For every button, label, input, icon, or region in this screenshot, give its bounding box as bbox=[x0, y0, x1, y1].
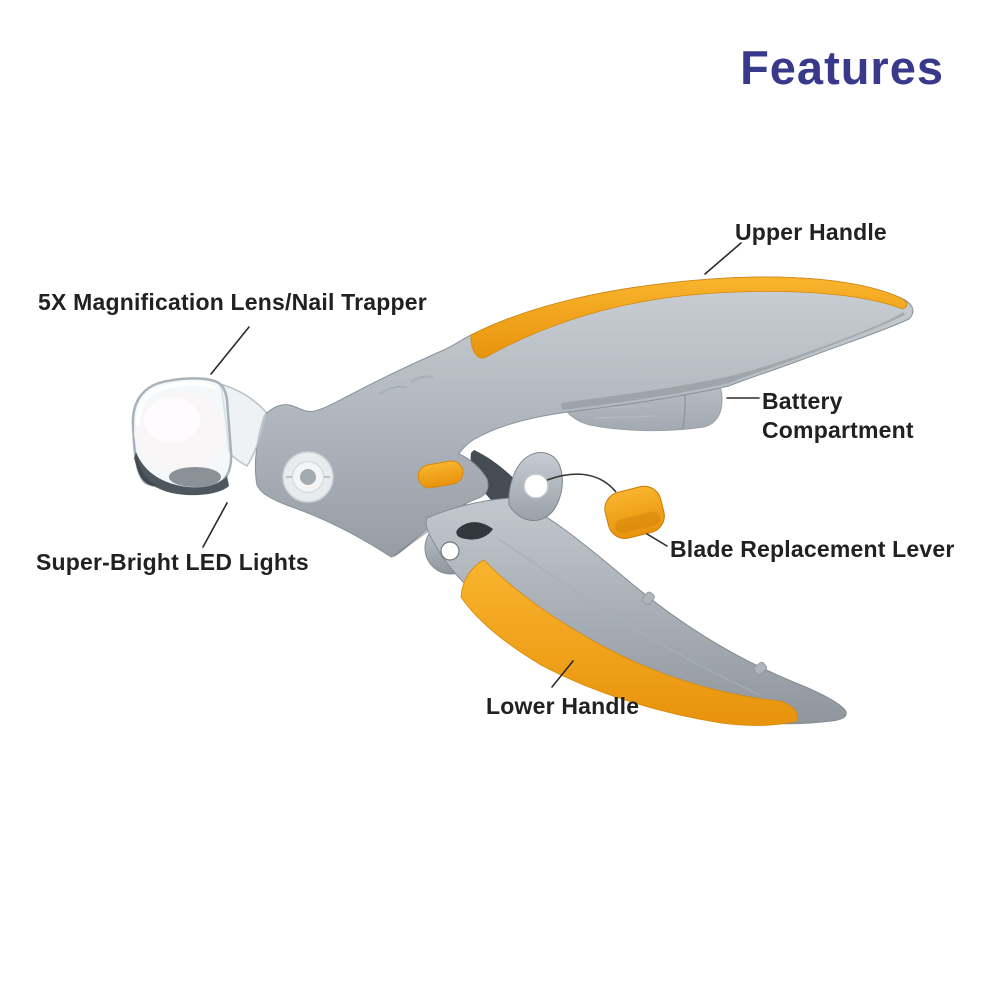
callout-led-lights: Super-Bright LED Lights bbox=[36, 549, 309, 575]
upper-handle-orange-grip bbox=[470, 276, 908, 359]
blade-replacement-lever-shape bbox=[604, 485, 665, 539]
lower-handle-shape bbox=[424, 497, 847, 726]
embossed-logo bbox=[379, 375, 433, 395]
pivot-hole bbox=[440, 541, 460, 561]
lever-wire bbox=[546, 473, 617, 493]
blade-holder-lug bbox=[508, 452, 563, 521]
leader-led bbox=[202, 502, 228, 548]
handle-nub bbox=[641, 591, 655, 605]
leader-upper-handle bbox=[704, 242, 742, 275]
lens-rim-highlight bbox=[136, 381, 216, 426]
handle-nub bbox=[753, 661, 767, 675]
callout-magnification-lens: 5X Magnification Lens/Nail Trapper bbox=[38, 289, 427, 315]
leader-blade-lever bbox=[646, 533, 668, 547]
callout-upper-handle: Upper Handle bbox=[735, 219, 887, 245]
callout-battery-compartment: Battery Compartment bbox=[762, 388, 914, 443]
leader-lines bbox=[202, 242, 760, 688]
pivot-screw-dial bbox=[282, 451, 334, 503]
lower-handle-crease bbox=[499, 539, 761, 696]
lug-hole bbox=[523, 473, 549, 499]
callout-lower-handle: Lower Handle bbox=[486, 693, 640, 719]
leader-lower-handle bbox=[551, 660, 574, 688]
callout-blade-replacement-lever: Blade Replacement Lever bbox=[670, 536, 955, 562]
page-title: Features bbox=[740, 41, 944, 94]
lens-dome bbox=[131, 377, 233, 496]
trapper-base bbox=[134, 452, 229, 496]
leader-lens bbox=[210, 326, 250, 375]
lower-handle-orange-grip bbox=[460, 559, 798, 726]
blade-notch bbox=[456, 522, 493, 540]
orange-release-button bbox=[417, 460, 464, 489]
